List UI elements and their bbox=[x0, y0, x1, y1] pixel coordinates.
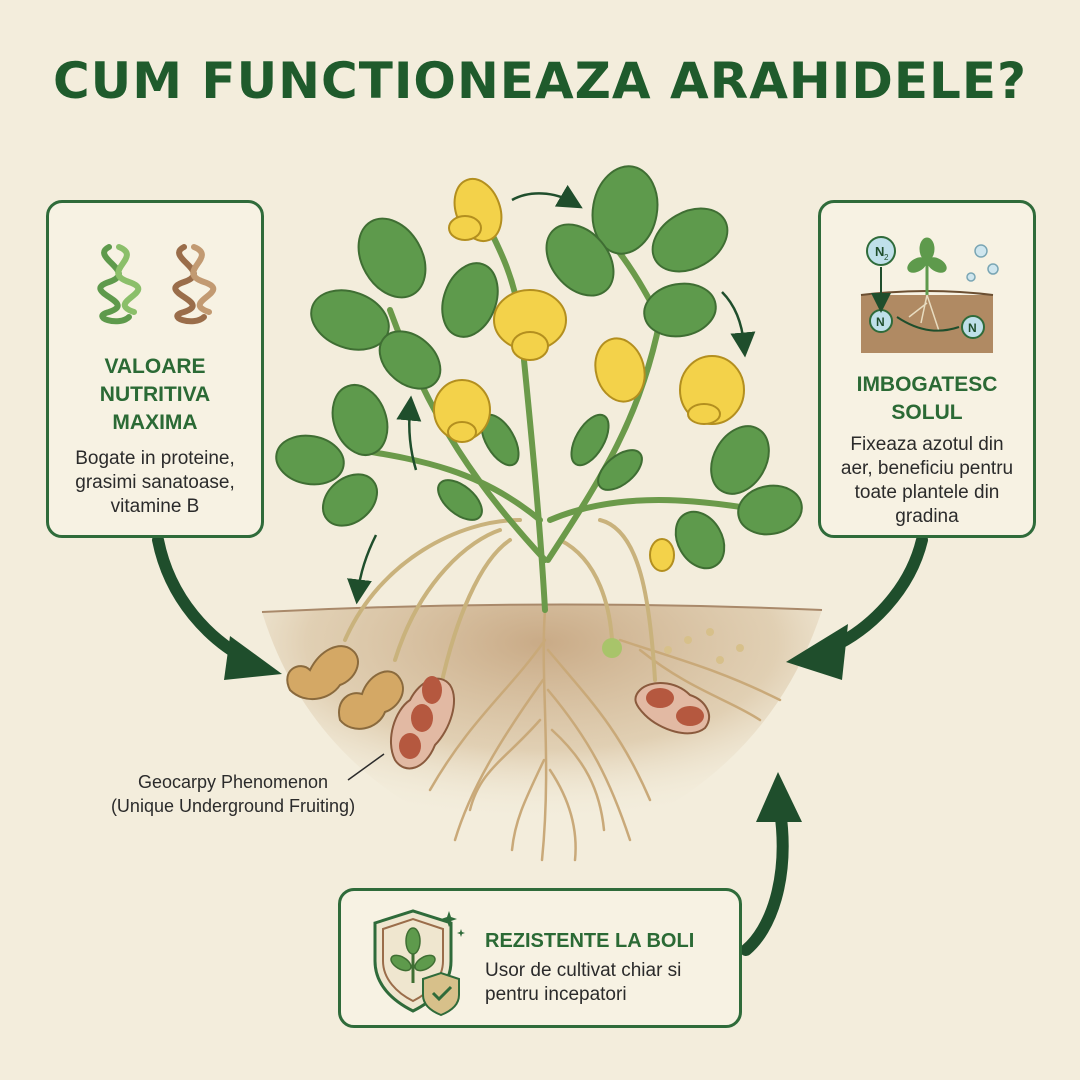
geocarpy-title: Geocarpy Phenomenon bbox=[137, 772, 329, 792]
geocarpy-label: Geocarpy Phenomenon (Unique Underground … bbox=[78, 770, 388, 818]
n2-label: N bbox=[875, 244, 884, 259]
leaves bbox=[275, 165, 803, 570]
geocarpy-subtitle: (Unique Underground Fruiting) bbox=[110, 796, 356, 816]
roots bbox=[428, 608, 782, 862]
n2-subscript: 2 bbox=[884, 253, 889, 262]
shield-plant-icon bbox=[373, 909, 465, 1017]
pegs bbox=[343, 518, 657, 692]
soil-heading: IMBOGATESC SOLUL bbox=[856, 373, 998, 424]
growth-cycle-arrows bbox=[347, 184, 756, 605]
flowers bbox=[433, 178, 745, 572]
soil-card: N 2 N N IMBOGATESC SOLUL Fixeaza azotul … bbox=[818, 200, 1036, 538]
resistance-heading: REZISTENTE LA BOLI bbox=[485, 930, 695, 952]
n-label-right: N bbox=[968, 321, 977, 335]
nutrition-card: VALOARE NUTRITIVA MAXIMA Bogate in prote… bbox=[46, 200, 264, 538]
nutrition-description: Bogate in proteine, grasimi sanatoase, v… bbox=[75, 448, 235, 517]
protein-molecule-icon bbox=[97, 244, 217, 325]
nitrogen-fixation-icon: N 2 N N bbox=[860, 236, 999, 353]
soil-description: Fixeaza azotul din aer, beneficiu pentru… bbox=[840, 434, 1014, 527]
peanut-pods bbox=[286, 628, 744, 770]
geocarpy-leader-line bbox=[347, 753, 385, 781]
n-label-left: N bbox=[876, 315, 885, 329]
page-title: CUM FUNCTIONEAZA ARAHIDELE? bbox=[52, 52, 1028, 110]
nutrition-heading: VALOARE NUTRITIVA MAXIMA bbox=[99, 355, 211, 434]
resistance-description: Usor de cultivat chiar si pentru incepat… bbox=[485, 960, 682, 1005]
soil-area bbox=[262, 604, 822, 860]
big-arrowheads bbox=[224, 624, 848, 822]
resistance-card: REZISTENTE LA BOLI Usor de cultivat chia… bbox=[338, 888, 742, 1028]
